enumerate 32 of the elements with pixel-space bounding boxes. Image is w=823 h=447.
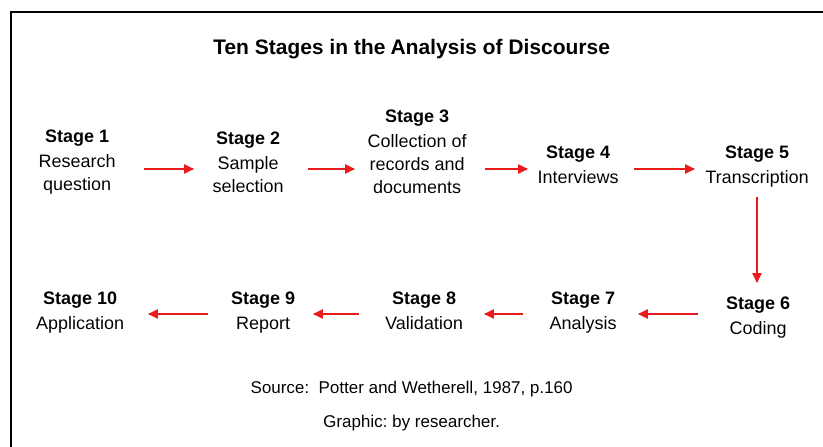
- stage-heading: Stage 4: [544, 141, 612, 163]
- stage-heading: Stage 3: [384, 105, 450, 127]
- stage-name: Sample selection: [211, 152, 285, 198]
- stage-name: Report: [234, 312, 292, 335]
- stage-name: Validation: [384, 312, 464, 335]
- arrow: [313, 309, 359, 319]
- stage-heading: Stage 8: [390, 287, 458, 309]
- stage-heading: Stage 6: [724, 292, 792, 314]
- stage-name: Research question: [37, 150, 117, 196]
- arrow: [485, 164, 528, 174]
- stage-name: Interviews: [536, 166, 620, 189]
- arrow: [484, 309, 523, 319]
- stage-heading: Stage 1: [44, 125, 110, 147]
- arrow: [148, 309, 208, 319]
- stage-name: Collection of records and documents: [366, 130, 468, 199]
- stage-name: Analysis: [548, 312, 618, 335]
- arrow: [752, 197, 762, 283]
- stage-name: Application: [34, 312, 126, 335]
- stage-heading: Stage 5: [724, 141, 790, 163]
- source-note: Graphic: by researcher.: [323, 412, 500, 432]
- stage-heading: Stage 2: [214, 127, 282, 149]
- source-note: Source: Potter and Wetherell, 1987, p.160: [250, 378, 572, 398]
- stage-heading: Stage 7: [550, 287, 616, 309]
- diagram-title: Ten Stages in the Analysis of Discourse: [212, 36, 611, 60]
- stage-name: Coding: [728, 317, 788, 340]
- stage-heading: Stage 9: [230, 287, 296, 309]
- stage-name: Transcription: [704, 166, 810, 189]
- arrow: [308, 164, 355, 174]
- stage-heading: Stage 10: [42, 287, 118, 309]
- arrow: [638, 309, 698, 319]
- arrow: [634, 164, 695, 174]
- arrow: [144, 164, 194, 174]
